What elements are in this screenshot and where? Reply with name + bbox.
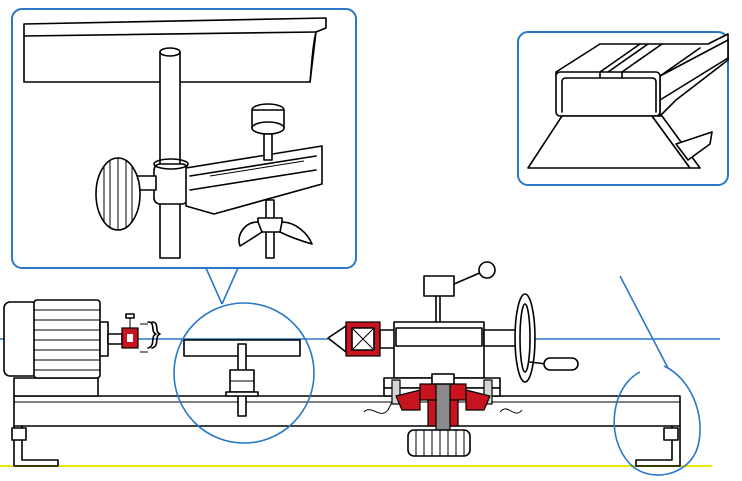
- detail-circle-bed-foot: [613, 365, 701, 476]
- motor: [3, 299, 123, 397]
- callout-bed-profile-detail: [527, 33, 729, 169]
- callout-tool-rest-detail: [23, 17, 327, 259]
- tool-rest: [183, 339, 301, 417]
- tailstock-clamp: [383, 373, 501, 457]
- lathe-bed: [11, 395, 681, 467]
- detail-circle-tool-rest: [173, 302, 315, 444]
- leader-left: [205, 267, 239, 305]
- coupling: [121, 313, 161, 353]
- tailstock: [327, 261, 579, 389]
- leader-right: [619, 275, 669, 369]
